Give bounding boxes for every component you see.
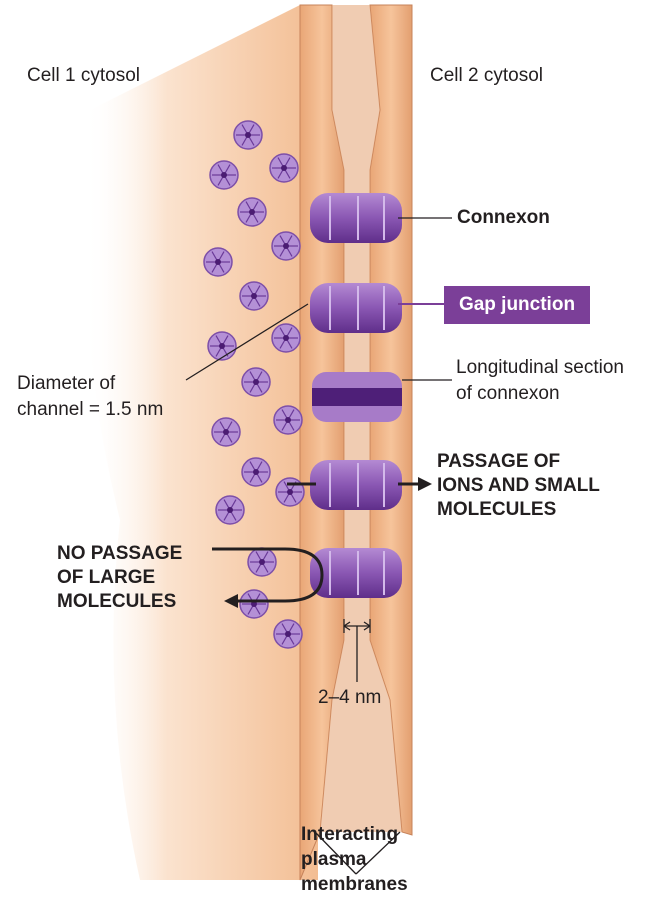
connexon-4 (310, 548, 402, 598)
diameter-label-line1: Diameter of (17, 372, 115, 396)
membranes-label-line3: membranes (301, 873, 408, 897)
connexon-label: Connexon (457, 206, 550, 230)
no-passage-label-line1: NO PASSAGE (57, 542, 182, 566)
connexon-surface-dot (248, 548, 276, 576)
connexon-surface-dot (242, 458, 270, 486)
membranes-label-line1: Interacting (301, 823, 398, 847)
cell2-cytosol-label: Cell 2 cytosol (430, 64, 543, 88)
connexon-surface-dot (212, 418, 240, 446)
gap-junction-label: Gap junction (444, 286, 590, 324)
connexon-2 (310, 283, 402, 333)
connexon-3 (310, 460, 402, 510)
connexon-surface-dot (204, 248, 232, 276)
connexon-surface-dot (208, 332, 236, 360)
connexon-surface-dot (240, 282, 268, 310)
connexon-surface-dot (240, 590, 268, 618)
connexon-1 (310, 193, 402, 243)
connexon-surface-dot (216, 496, 244, 524)
connexon-surface-dot (274, 620, 302, 648)
connexon-surface-dot (242, 368, 270, 396)
connexon-surface-dot (274, 406, 302, 434)
connexon-surface-dot (272, 232, 300, 260)
passage-label-line3: MOLECULES (437, 498, 556, 522)
diameter-label-line2: channel = 1.5 nm (17, 398, 163, 422)
longitudinal-label-line1: Longitudinal section (456, 356, 624, 380)
connexon-surface-dot (276, 478, 304, 506)
longitudinal-label-line2: of connexon (456, 382, 560, 406)
passage-label-line2: IONS AND SMALL (437, 474, 600, 498)
connexon-surface-dot (234, 121, 262, 149)
cell1-membrane-surface (84, 5, 318, 880)
passage-label-line1: PASSAGE OF (437, 450, 560, 474)
no-passage-label-line2: OF LARGE (57, 566, 155, 590)
membranes-label-line2: plasma (301, 848, 366, 872)
cell1-cytosol-label: Cell 1 cytosol (27, 64, 140, 88)
connexon-longitudinal-section (312, 372, 402, 422)
connexon-surface-dot (272, 324, 300, 352)
no-passage-label-line3: MOLECULES (57, 590, 176, 614)
gap-size-label: 2–4 nm (318, 686, 381, 710)
connexon-surface-dot (238, 198, 266, 226)
passage-arrowhead (418, 477, 432, 491)
connexon-surface-dot (270, 154, 298, 182)
connexon-surface-dot (210, 161, 238, 189)
